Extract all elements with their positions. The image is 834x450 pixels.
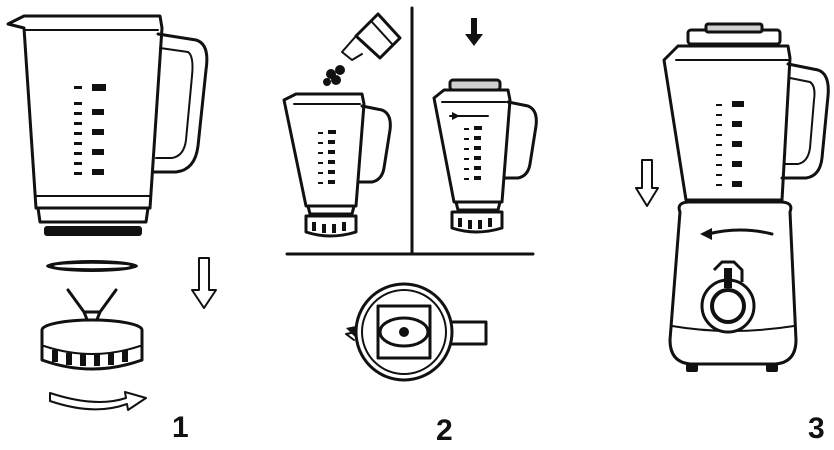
arrow-down-icon xyxy=(636,160,658,206)
motor-base-icon xyxy=(670,202,796,372)
step-3-panel: 3 xyxy=(636,24,828,445)
step-1-panel: 1 xyxy=(8,16,216,444)
lid-top-view-icon xyxy=(346,284,486,380)
blender-jug-icon xyxy=(284,94,390,236)
blender-jug-icon xyxy=(664,46,828,200)
blender-jug-icon xyxy=(434,80,536,232)
step-number-2: 2 xyxy=(436,414,453,447)
blender-jug-icon xyxy=(8,16,207,236)
arrow-down-icon xyxy=(465,18,483,46)
arrow-down-icon xyxy=(192,258,216,308)
step-2-panel: 2 xyxy=(284,8,536,447)
rotate-arrow-icon xyxy=(50,392,146,410)
step-number-3: 3 xyxy=(808,412,825,445)
ingredients-pour-icon xyxy=(323,14,400,86)
step-number-1: 1 xyxy=(172,411,189,444)
blade-assembly-icon xyxy=(42,290,142,369)
